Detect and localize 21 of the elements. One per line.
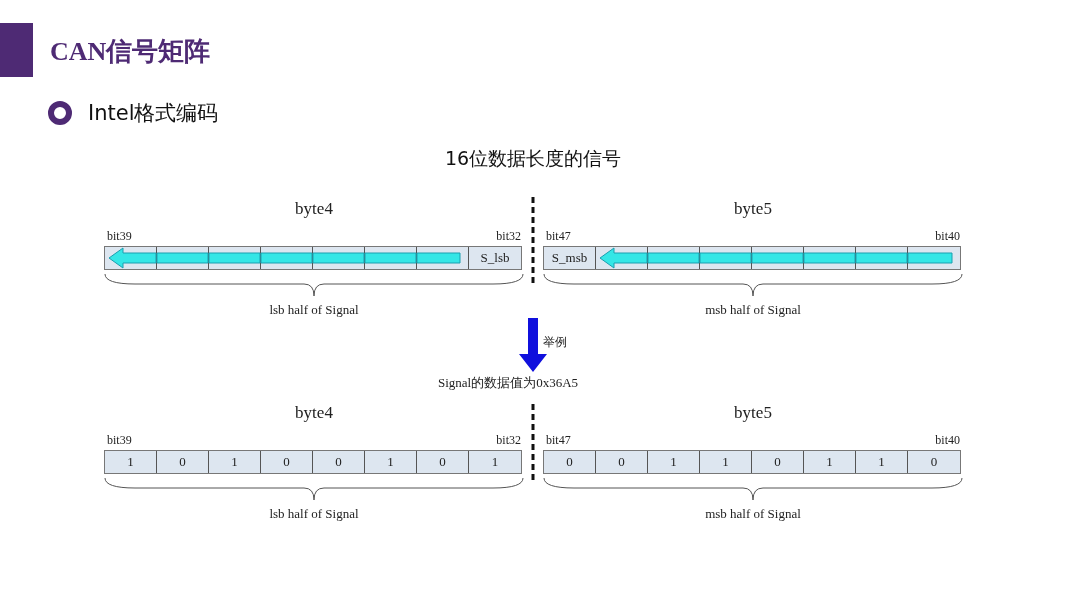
bit-label: bit32 <box>496 433 521 448</box>
bit-label: bit39 <box>107 433 132 448</box>
bit-label: bit47 <box>546 229 571 244</box>
bit-label: bit47 <box>546 433 571 448</box>
brace-label: lsb half of Signal <box>269 506 359 522</box>
byte-heading: byte5 <box>734 199 772 219</box>
byte-heading: byte4 <box>295 199 333 219</box>
example-note: Signal的数据值为0x36A5 <box>437 374 579 392</box>
subheading: Intel格式编码 <box>88 100 219 127</box>
bit-label: bit40 <box>935 433 960 448</box>
byte-heading: byte4 <box>295 403 333 423</box>
diagram-heading: 16位数据长度的信号 <box>444 146 622 171</box>
brace-label: msb half of Signal <box>705 302 801 318</box>
bit-label: bit40 <box>935 229 960 244</box>
bit-label: bit39 <box>107 229 132 244</box>
slide-title: CAN信号矩阵 <box>50 36 211 68</box>
arrow-label: 举例 <box>543 334 567 351</box>
brace-label: msb half of Signal <box>705 506 801 522</box>
bit-label: bit32 <box>496 229 521 244</box>
byte-heading: byte5 <box>734 403 772 423</box>
brace-label: lsb half of Signal <box>269 302 359 318</box>
